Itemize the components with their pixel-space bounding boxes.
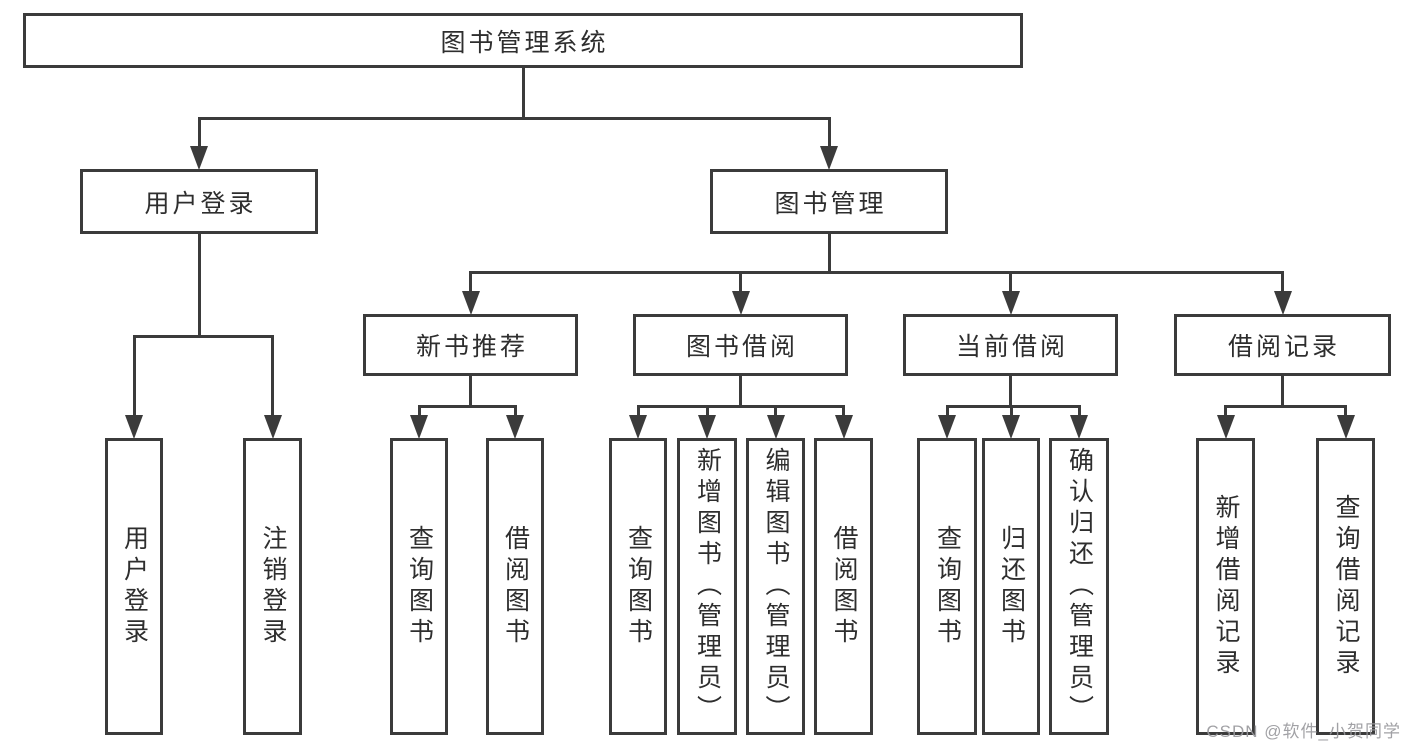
node-root: 图书管理系统	[23, 13, 1023, 68]
node-leaf-borrow-book-rec: 借阅图书	[486, 438, 544, 735]
arrow-down-icon	[263, 415, 282, 439]
connector-line-vertical	[417, 406, 421, 416]
connector-line-vertical	[774, 406, 777, 416]
connector-line-vertical	[197, 118, 201, 147]
node-label-leaf-confirm-return: 确认归还（管理员）	[1065, 447, 1094, 726]
node-leaf-confirm-return: 确认归还（管理员）	[1049, 438, 1109, 735]
node-leaf-query-book-borrow: 查询图书	[609, 438, 667, 735]
connector-line-vertical	[842, 406, 845, 416]
node-label-new-book-rec: 新书推荐	[415, 333, 528, 361]
arrow-down-icon	[938, 415, 956, 439]
connector-line-horizontal	[1224, 404, 1347, 408]
node-label-leaf-add-borrow-record: 新增借阅记录	[1212, 493, 1240, 680]
node-leaf-user-login: 用户登录	[105, 438, 163, 735]
connector-line-vertical	[1281, 376, 1284, 406]
connector-line-vertical	[469, 272, 472, 292]
connector-line-vertical	[1224, 406, 1227, 416]
node-label-leaf-user-login: 用户登录	[120, 524, 149, 649]
arrow-down-icon	[820, 146, 838, 170]
connector-line-horizontal	[197, 116, 831, 120]
connector-line-vertical	[1344, 406, 1347, 416]
arrow-down-icon	[506, 415, 524, 439]
connector-line-vertical	[705, 406, 709, 416]
connector-line-vertical	[1281, 272, 1284, 292]
connector-line-vertical	[739, 272, 742, 292]
arrow-down-icon	[410, 415, 428, 439]
connector-line-vertical	[827, 118, 831, 147]
connector-line-vertical	[197, 234, 201, 336]
node-label-leaf-query-book-rec: 查询图书	[405, 524, 434, 649]
node-label-leaf-borrow-book: 借阅图书	[830, 524, 858, 649]
node-leaf-query-borrow-record: 查询借阅记录	[1316, 438, 1375, 735]
arrow-down-icon	[834, 415, 853, 439]
arrow-down-icon	[190, 146, 208, 170]
node-book-mgmt: 图书管理	[710, 169, 948, 234]
arrow-down-icon	[461, 291, 480, 315]
connector-line-horizontal	[417, 404, 517, 408]
node-label-root: 图书管理系统	[440, 28, 609, 57]
node-label-leaf-query-book-current: 查询图书	[933, 524, 962, 649]
node-label-current-borrow: 当前借阅	[955, 333, 1068, 361]
node-label-book-mgmt: 图书管理	[774, 189, 887, 218]
node-label-leaf-add-book-admin: 新增图书（管理员）	[693, 447, 722, 726]
node-leaf-query-book-rec: 查询图书	[390, 438, 448, 735]
node-user-login: 用户登录	[80, 169, 318, 234]
node-leaf-add-book-admin: 新增图书（管理员）	[677, 438, 737, 735]
connector-line-vertical	[739, 376, 742, 406]
connector-line-vertical	[636, 406, 640, 416]
node-label-leaf-borrow-book-rec: 借阅图书	[501, 524, 530, 649]
node-current-borrow: 当前借阅	[903, 314, 1118, 376]
node-label-book-borrow: 图书借阅	[685, 333, 798, 361]
node-label-user-login: 用户登录	[144, 189, 257, 218]
arrow-down-icon	[731, 291, 750, 315]
node-leaf-add-borrow-record: 新增借阅记录	[1196, 438, 1255, 735]
connector-line-vertical	[132, 336, 136, 416]
csdn-watermark: CSDN @软件_小贺同学	[1206, 722, 1401, 741]
node-label-leaf-query-book-borrow: 查询图书	[624, 524, 653, 649]
node-borrow-records: 借阅记录	[1174, 314, 1391, 376]
node-label-leaf-query-borrow-record: 查询借阅记录	[1332, 493, 1360, 680]
arrow-down-icon	[1001, 291, 1020, 315]
node-label-leaf-edit-book-admin: 编辑图书（管理员）	[762, 447, 790, 726]
node-label-leaf-return-book: 归还图书	[997, 524, 1026, 649]
connector-line-horizontal	[636, 404, 845, 408]
arrow-down-icon	[766, 415, 785, 439]
connector-line-vertical	[827, 234, 831, 272]
arrow-down-icon	[629, 415, 647, 439]
arrow-down-icon	[698, 415, 716, 439]
connector-line-vertical	[1009, 406, 1013, 416]
connector-line-vertical	[469, 376, 472, 406]
arrow-down-icon	[1002, 415, 1020, 439]
connector-line-horizontal	[132, 334, 274, 338]
node-label-borrow-records: 借阅记录	[1227, 333, 1340, 361]
node-book-borrow: 图书借阅	[633, 314, 848, 376]
arrow-down-icon	[1216, 415, 1235, 439]
arrow-down-icon	[1273, 291, 1292, 315]
connector-line-vertical	[1077, 406, 1081, 416]
node-new-book-rec: 新书推荐	[363, 314, 578, 376]
connector-line-vertical	[513, 406, 517, 416]
connector-line-horizontal	[469, 270, 1284, 274]
arrow-down-icon	[1336, 415, 1355, 439]
connector-line-horizontal	[945, 404, 1081, 408]
node-leaf-edit-book-admin: 编辑图书（管理员）	[746, 438, 805, 735]
node-leaf-logout: 注销登录	[243, 438, 302, 735]
node-leaf-query-book-current: 查询图书	[917, 438, 977, 735]
arrow-down-icon	[1070, 415, 1088, 439]
connector-line-vertical	[271, 336, 274, 416]
arrow-down-icon	[125, 415, 143, 439]
connector-line-vertical	[945, 406, 949, 416]
node-leaf-borrow-book: 借阅图书	[814, 438, 873, 735]
node-label-leaf-logout: 注销登录	[259, 524, 287, 649]
connector-line-vertical	[1009, 376, 1012, 406]
node-leaf-return-book: 归还图书	[982, 438, 1040, 735]
connector-line-vertical	[521, 68, 525, 118]
connector-line-vertical	[1009, 272, 1012, 292]
